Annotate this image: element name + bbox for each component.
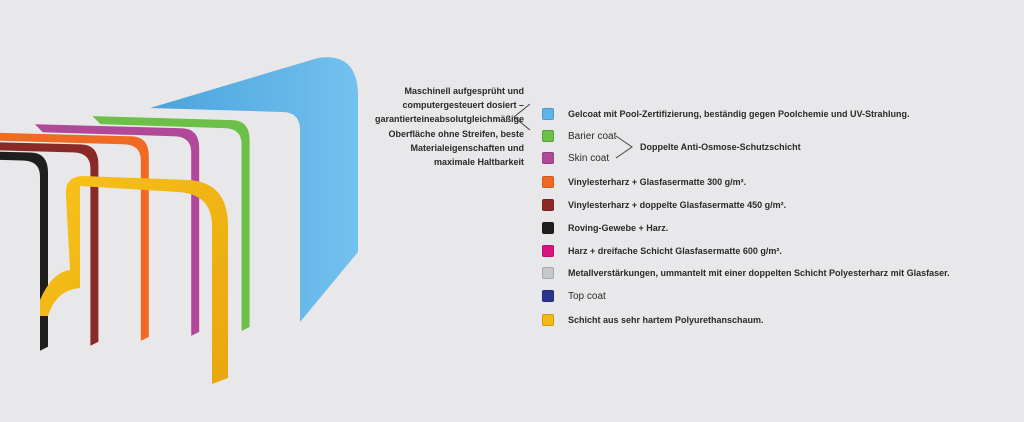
swatch [542, 222, 554, 234]
swatch [542, 199, 554, 211]
intro-line: Maschinell aufgesprüht und [404, 86, 524, 96]
legend-label: Skin coat [568, 152, 610, 164]
swatch [542, 314, 554, 326]
legend-item-pu-foam: Schicht aus sehr hartem Polyurethanschau… [542, 312, 764, 328]
group-bracket [615, 135, 633, 159]
layer-strip-pu-foam-core [40, 176, 228, 384]
swatch [542, 290, 554, 302]
legend-item-barier-coat: Barier coat [542, 128, 616, 144]
swatch [542, 108, 554, 120]
swatch [542, 176, 554, 188]
legend-label: Gelcoat mit Pool-Zertifizierung, beständ… [568, 109, 910, 119]
legend-item-vinylester-450: Vinylesterharz + doppelte Glasfasermatte… [542, 197, 786, 213]
legend-item-vinylester-300: Vinylesterharz + Glasfasermatte 300 g/m²… [542, 174, 746, 190]
legend-label: Top coat [568, 290, 606, 302]
swatch [542, 130, 554, 142]
intro-line: maximale Haltbarkeit [433, 157, 524, 168]
legend-label: Schicht aus sehr hartem Polyurethanschau… [568, 315, 764, 325]
legend-label: Vinylesterharz + Glasfasermatte 300 g/m²… [568, 177, 747, 187]
intro-line: Oberfläche ohne Streifen, beste [388, 128, 524, 139]
layer-strip-gelcoat-face [150, 57, 358, 322]
legend-label: Roving-Gewebe + Harz. [568, 223, 669, 233]
legend-label: Vinylesterharz + doppelte Glasfasermatte… [568, 200, 787, 210]
swatch [542, 267, 554, 279]
intro-line: Materialeigenschaften und [410, 142, 524, 153]
intro-line: garantierteineabsolutgleichmäßige [374, 114, 524, 125]
legend-label: Metallverstärkungen, ummantelt mit einer… [568, 268, 950, 278]
swatch [542, 152, 554, 164]
legend-item-harz-600: Harz + dreifache Schicht Glasfasermatte … [542, 243, 782, 259]
legend-item-roving: Roving-Gewebe + Harz. [542, 220, 668, 236]
legend-item-gelcoat: Gelcoat mit Pool-Zertifizierung, beständ… [542, 106, 910, 122]
swatch [542, 245, 554, 257]
legend-label: Harz + dreifache Schicht Glasfasermatte … [568, 246, 782, 256]
legend-item-metall: Metallverstärkungen, ummantelt mit einer… [542, 265, 950, 281]
layer-strip [0, 151, 48, 351]
legend-label: Barier coat [568, 130, 617, 142]
legend-item-skin-coat: Skin coat [542, 150, 609, 166]
intro-line: computergesteuert dosiert – [402, 100, 524, 111]
group-label: Doppelte Anti-Osmose-Schutzschicht [640, 142, 801, 152]
layer-strips [0, 57, 358, 384]
legend-item-top-coat: Top coat [542, 288, 606, 304]
intro-text: Maschinell aufgesprüht und computergeste… [340, 84, 524, 169]
intro-bracket [513, 103, 531, 131]
